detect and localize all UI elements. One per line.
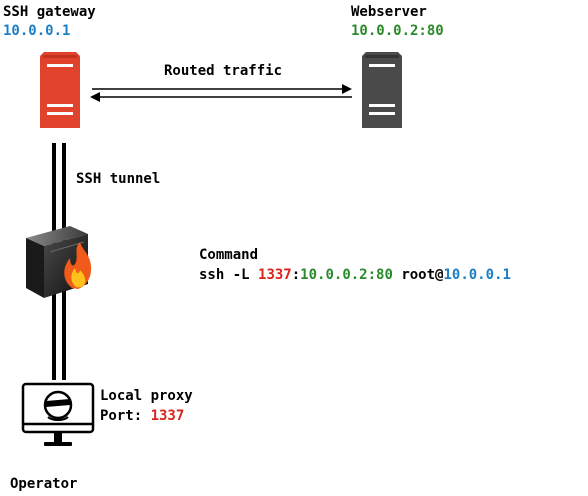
webserver-server-icon — [362, 52, 402, 128]
hacker-monitor-icon — [21, 382, 95, 446]
command-line: ssh -L 1337:10.0.0.2:80 root@10.0.0.1 — [199, 267, 511, 283]
ssh-tunnel-label: SSH tunnel — [76, 171, 161, 187]
proxy-title: Local proxy — [100, 388, 193, 404]
webserver-label: Webserver — [351, 4, 427, 20]
command-prefix: ssh -L — [199, 267, 259, 283]
gateway-ip: 10.0.0.1 — [3, 23, 71, 39]
gateway-label: SSH gateway — [3, 4, 96, 20]
command-separator: : — [291, 267, 301, 283]
command-heading: Command — [199, 247, 259, 263]
command-port: 1337 — [258, 267, 292, 283]
command-target: 10.0.0.2:80 — [300, 267, 393, 283]
command-host: 10.0.0.1 — [443, 267, 511, 283]
routed-traffic-arrows — [90, 84, 352, 102]
command-user: root@ — [392, 267, 444, 283]
proxy-port-line: Port: 1337 — [100, 408, 184, 424]
firewall-icon — [26, 226, 92, 298]
proxy-port-label: Port: — [100, 408, 151, 424]
gateway-server-icon — [40, 52, 80, 128]
webserver-address: 10.0.0.2:80 — [351, 23, 444, 39]
proxy-port: 1337 — [150, 408, 185, 424]
routed-traffic-label: Routed traffic — [164, 63, 283, 79]
operator-label: Operator — [10, 476, 78, 492]
